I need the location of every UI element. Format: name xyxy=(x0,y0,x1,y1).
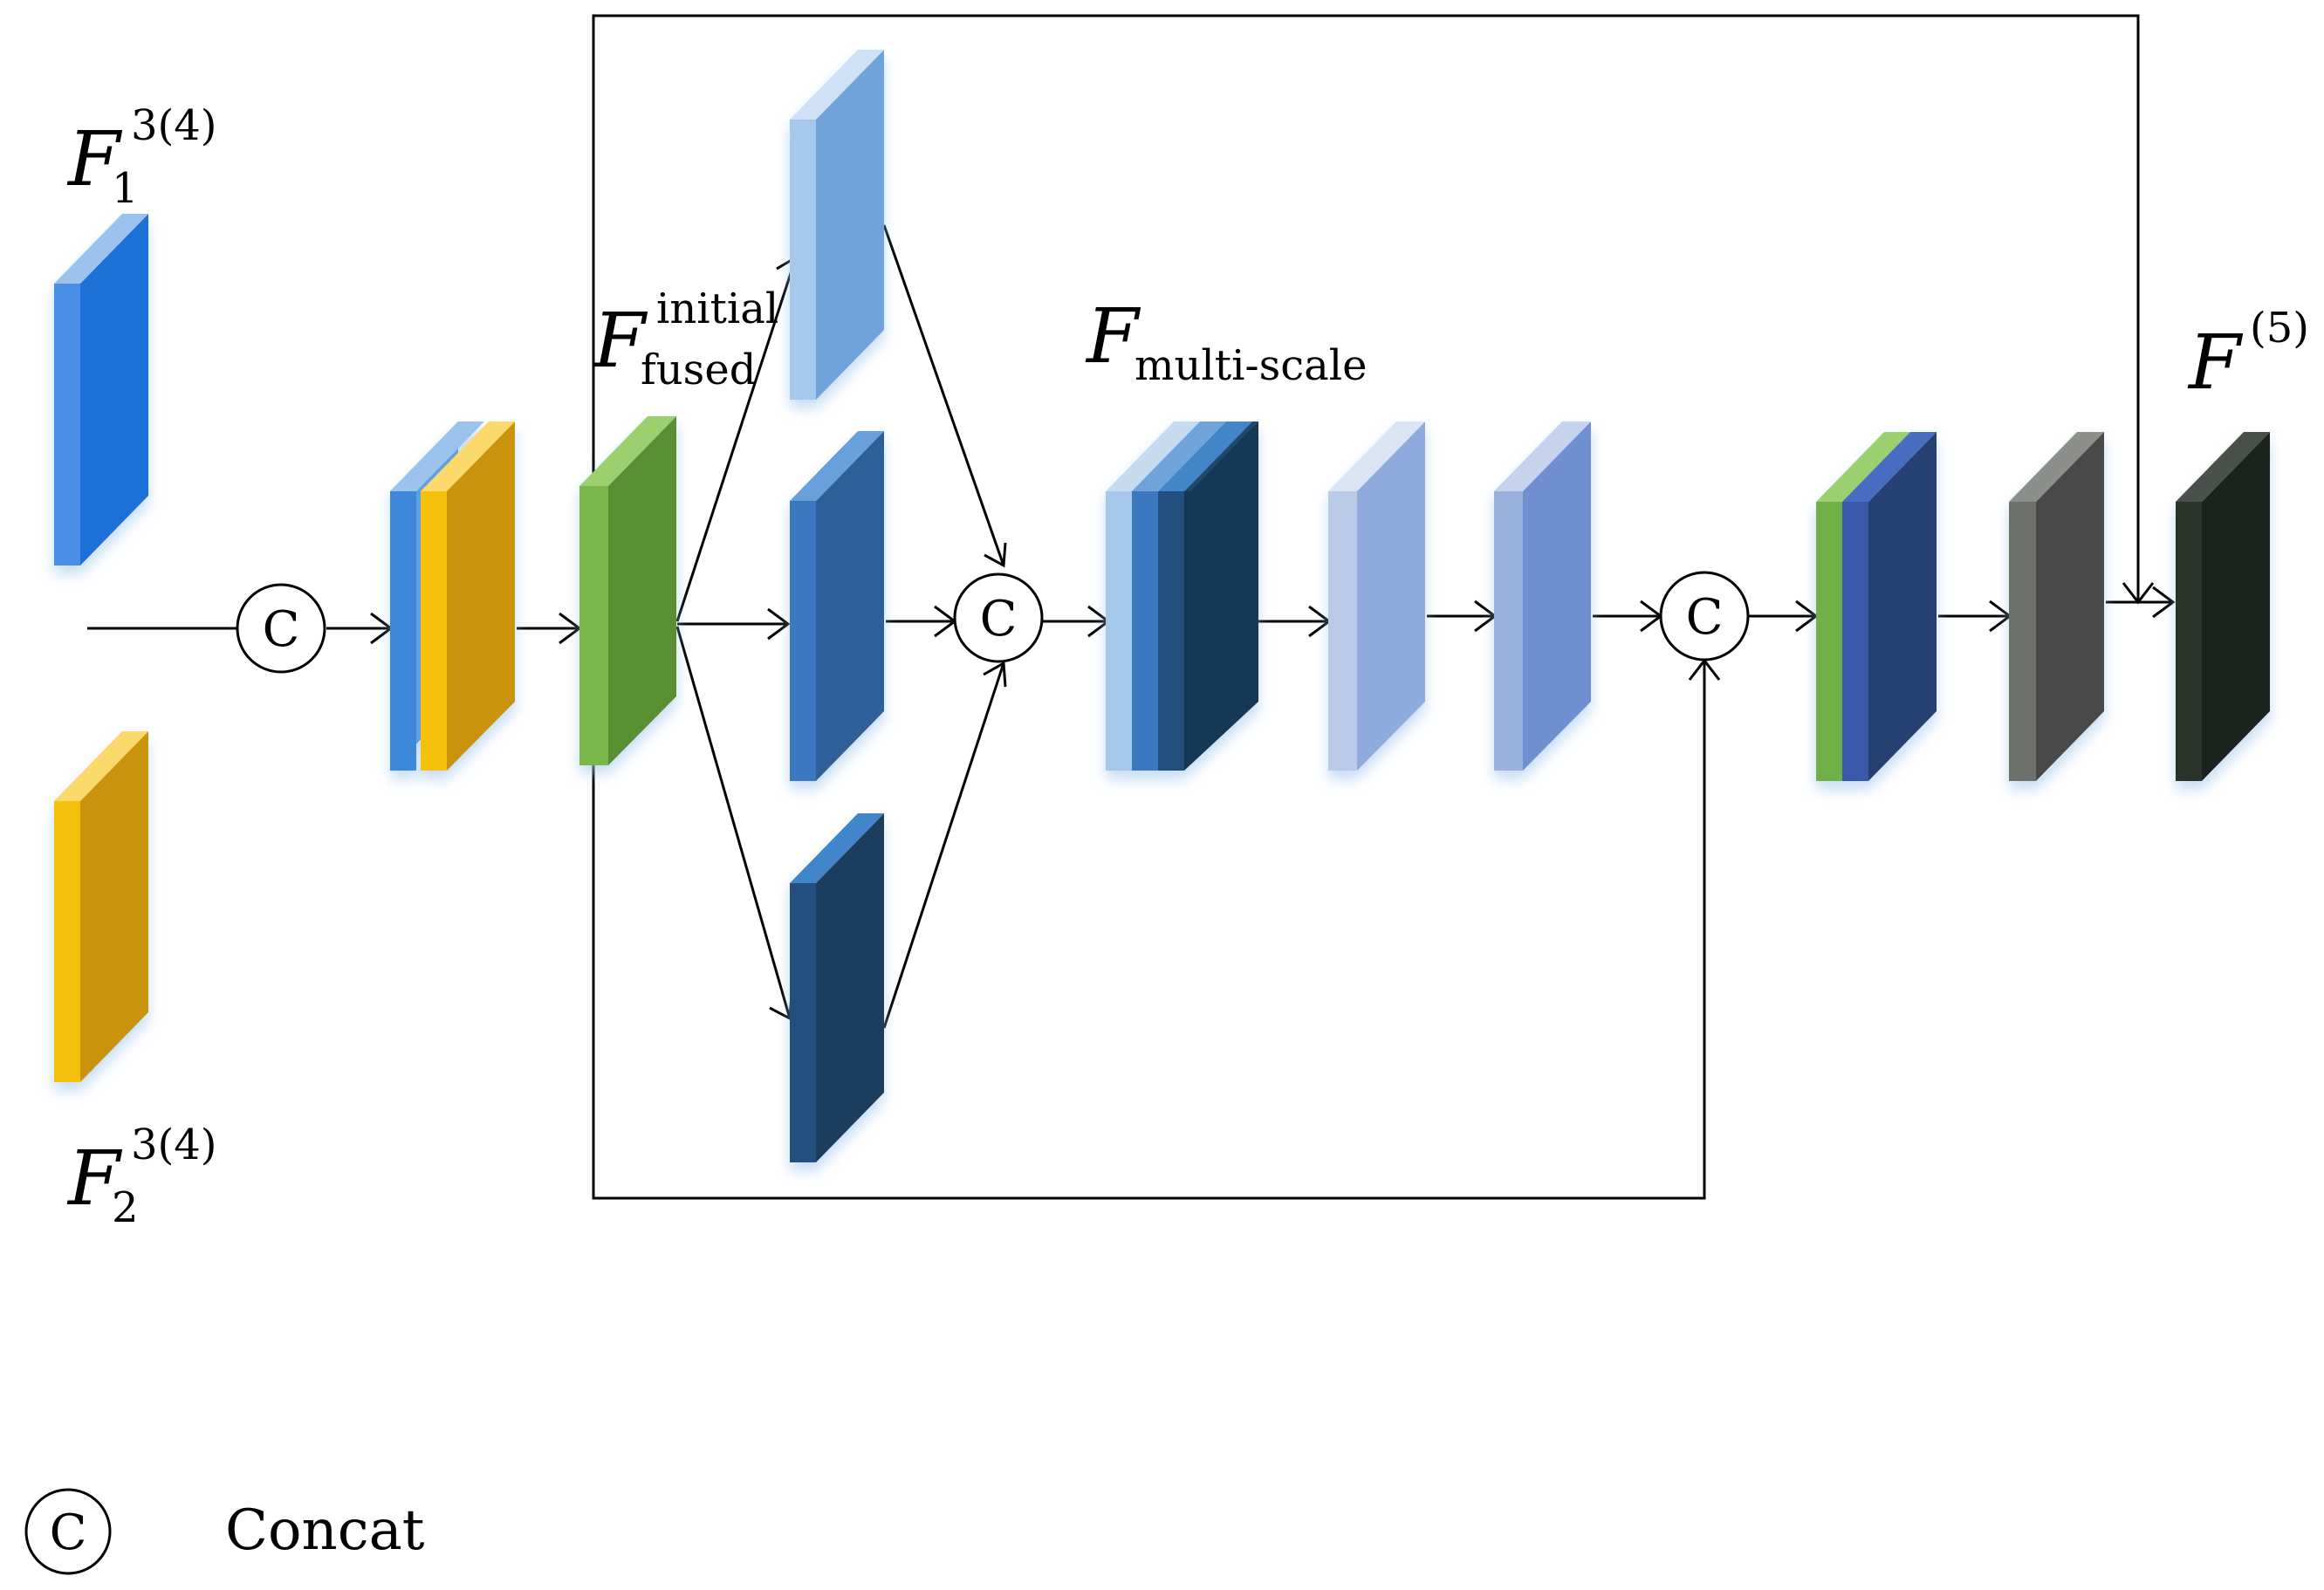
label-f2-superscript: 3(4) xyxy=(131,1121,217,1169)
concat-node-2: C xyxy=(953,572,1044,663)
feature-blocks xyxy=(54,50,2270,1162)
label-fused-base: F xyxy=(592,298,648,385)
label-multiscale-subscript: multi-scale xyxy=(1135,341,1368,390)
connections xyxy=(87,14,2176,1200)
legend-label: Concat xyxy=(225,1498,425,1563)
label-fused: F initial fused xyxy=(592,284,778,394)
label-fused-subscript: fused xyxy=(641,346,756,394)
label-fused-superscript: initial xyxy=(656,284,778,333)
multiscale-feature-block xyxy=(1106,421,1258,771)
branch-bottom-block xyxy=(790,813,884,1162)
conv-block-gray xyxy=(2009,432,2104,781)
concat-symbol: C xyxy=(263,601,300,658)
legend-concat-circle xyxy=(24,1488,112,1575)
legend: C Concat xyxy=(24,1488,425,1575)
fused-feature-block xyxy=(579,416,676,765)
f2-feature-block xyxy=(54,731,148,1082)
conv-block-2 xyxy=(1494,421,1591,771)
concat-symbol: C xyxy=(1686,589,1724,646)
branch-top-block xyxy=(790,50,884,400)
label-multiscale: F multi-scale xyxy=(1085,293,1368,390)
label-f2-base: F xyxy=(66,1135,123,1223)
concat-blue-gold-block xyxy=(390,421,515,771)
label-f1: F 3(4) 1 xyxy=(66,101,217,213)
branch-middle-block xyxy=(790,431,884,781)
label-f1-base: F xyxy=(66,116,123,203)
label-f2-subscript: 2 xyxy=(112,1183,139,1232)
label-f5-base: F xyxy=(2187,319,2244,407)
label-f5-superscript: (5) xyxy=(2250,304,2309,353)
label-f1-superscript: 3(4) xyxy=(131,101,217,150)
label-f2: F 3(4) 2 xyxy=(66,1121,217,1232)
label-f1-subscript: 1 xyxy=(112,164,139,213)
legend-symbol: C xyxy=(50,1504,87,1561)
concat-node-1: C xyxy=(236,583,326,674)
concat-green-navy-block xyxy=(1816,432,1937,781)
concat-node-3: C xyxy=(1659,571,1750,661)
concat-symbol: C xyxy=(980,591,1018,648)
conv-block-1 xyxy=(1328,421,1425,771)
label-f5: F (5) xyxy=(2187,304,2309,407)
label-multiscale-base: F xyxy=(1085,293,1141,380)
f1-feature-block xyxy=(54,214,148,565)
output-f5-block xyxy=(2176,432,2270,781)
